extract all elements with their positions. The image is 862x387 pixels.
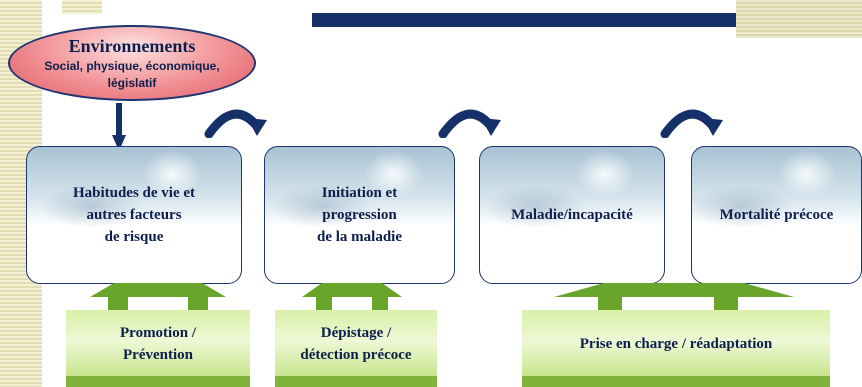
stage-label: Maladie/incapacité xyxy=(511,207,633,223)
stage-box-disease: Maladie/incapacité xyxy=(479,146,665,284)
intervention-base xyxy=(275,376,437,387)
pedestal-promotion xyxy=(90,283,226,313)
pedestal-care xyxy=(554,283,794,313)
stage-box-lifestyle: Habitudes de vie et autres facteurs de r… xyxy=(26,146,242,284)
top-right-striped-box xyxy=(736,0,862,38)
stage-label: Mortalité précoce xyxy=(719,207,834,223)
top-navy-bar xyxy=(312,13,862,27)
curved-arrow-icon xyxy=(660,109,723,138)
stage-label: Habitudes de vie et autres facteurs de r… xyxy=(72,185,196,245)
stage-label: Initiation et progression de la maladie xyxy=(317,185,402,245)
intervention-label: Prise en charge / réadaptation xyxy=(579,336,773,352)
curved-arrow-icon xyxy=(204,109,267,138)
pedestal-screening xyxy=(302,283,402,313)
intervention-screening: Dépistage / détection précoce xyxy=(275,310,437,378)
stage-box-mortality: Mortalité précoce xyxy=(691,146,862,284)
intervention-care: Prise en charge / réadaptation xyxy=(522,310,830,378)
environment-ellipse: Environnements Social, physique, économi… xyxy=(8,25,256,101)
top-striped-tab xyxy=(62,0,102,14)
intervention-promotion: Promotion / Prévention xyxy=(66,310,250,378)
intervention-label: Promotion / Prévention xyxy=(120,325,196,363)
intervention-label: Dépistage / détection précoce xyxy=(300,325,412,363)
stage-box-initiation: Initiation et progression de la maladie xyxy=(264,146,455,284)
curved-arrow-icon xyxy=(438,109,501,138)
intervention-base xyxy=(522,376,830,387)
intervention-base xyxy=(66,376,250,387)
down-arrow-icon xyxy=(112,103,126,151)
environment-subtitle: Social, physique, économique, législatif xyxy=(44,59,220,90)
environment-title: Environnements xyxy=(68,36,196,56)
